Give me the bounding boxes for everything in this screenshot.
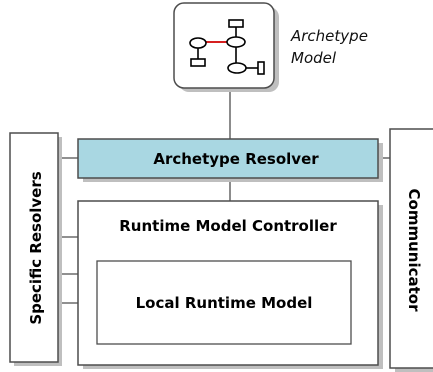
runtime-model-controller-label: Runtime Model Controller (119, 217, 337, 235)
communicator-node: Communicator (389, 128, 433, 372)
archetype-model-label-line1: Archetype (290, 27, 368, 45)
archetype-resolver-node: Archetype Resolver (77, 138, 383, 182)
archetype-resolver-label: Archetype Resolver (153, 150, 319, 168)
communicator-label: Communicator (405, 189, 423, 313)
specific-resolvers-label: Specific Resolvers (27, 171, 45, 324)
specific-resolvers-node: Specific Resolvers (9, 132, 62, 366)
local-runtime-model-node: Local Runtime Model (96, 260, 352, 345)
archetype-model-label-line2: Model (291, 49, 337, 67)
archetype-model-node (173, 2, 279, 92)
archetype-model-graph-icon (189, 19, 265, 75)
local-runtime-model-label: Local Runtime Model (136, 294, 313, 312)
